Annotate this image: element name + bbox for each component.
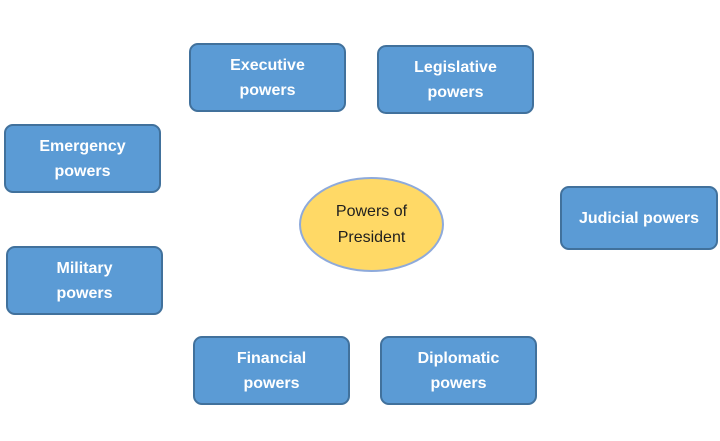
node-military-line2: powers <box>56 284 113 302</box>
node-financial-line1: Financial <box>236 349 307 367</box>
node-judicial-powers: Judicial powers <box>560 186 718 250</box>
node-financial-line2: powers <box>243 374 300 392</box>
center-node-label: Powers of President <box>336 199 407 251</box>
node-diplomatic-powers: Diplomatic powers <box>380 336 537 405</box>
node-legislative-powers: Legislative powers <box>377 45 534 114</box>
node-executive-label: Executive powers <box>230 53 305 103</box>
node-executive-line2: powers <box>239 81 296 99</box>
node-military-line1: Military <box>56 259 113 277</box>
node-legislative-line1: Legislative <box>414 58 497 76</box>
node-military-label: Military powers <box>56 256 112 306</box>
node-diplomatic-label: Diplomatic powers <box>418 346 500 396</box>
node-diplomatic-line2: powers <box>430 374 487 392</box>
node-judicial-line1: Judicial powers <box>578 209 700 227</box>
node-emergency-label: Emergency powers <box>39 134 125 184</box>
node-financial-powers: Financial powers <box>193 336 350 405</box>
node-legislative-line2: powers <box>427 83 484 101</box>
node-financial-label: Financial powers <box>237 346 306 396</box>
node-military-powers: Military powers <box>6 246 163 315</box>
node-legislative-label: Legislative powers <box>414 55 497 105</box>
node-emergency-line1: Emergency <box>39 137 126 155</box>
node-emergency-powers: Emergency powers <box>4 124 161 193</box>
node-diplomatic-line1: Diplomatic <box>417 349 500 367</box>
node-judicial-label: Judicial powers <box>579 206 699 231</box>
node-emergency-line2: powers <box>54 162 111 180</box>
center-node-powers-of-president: Powers of President <box>299 177 444 272</box>
node-executive-line1: Executive <box>230 56 305 74</box>
center-node-line1: Powers of <box>335 202 408 220</box>
center-node-line2: President <box>337 228 406 246</box>
node-executive-powers: Executive powers <box>189 43 346 112</box>
